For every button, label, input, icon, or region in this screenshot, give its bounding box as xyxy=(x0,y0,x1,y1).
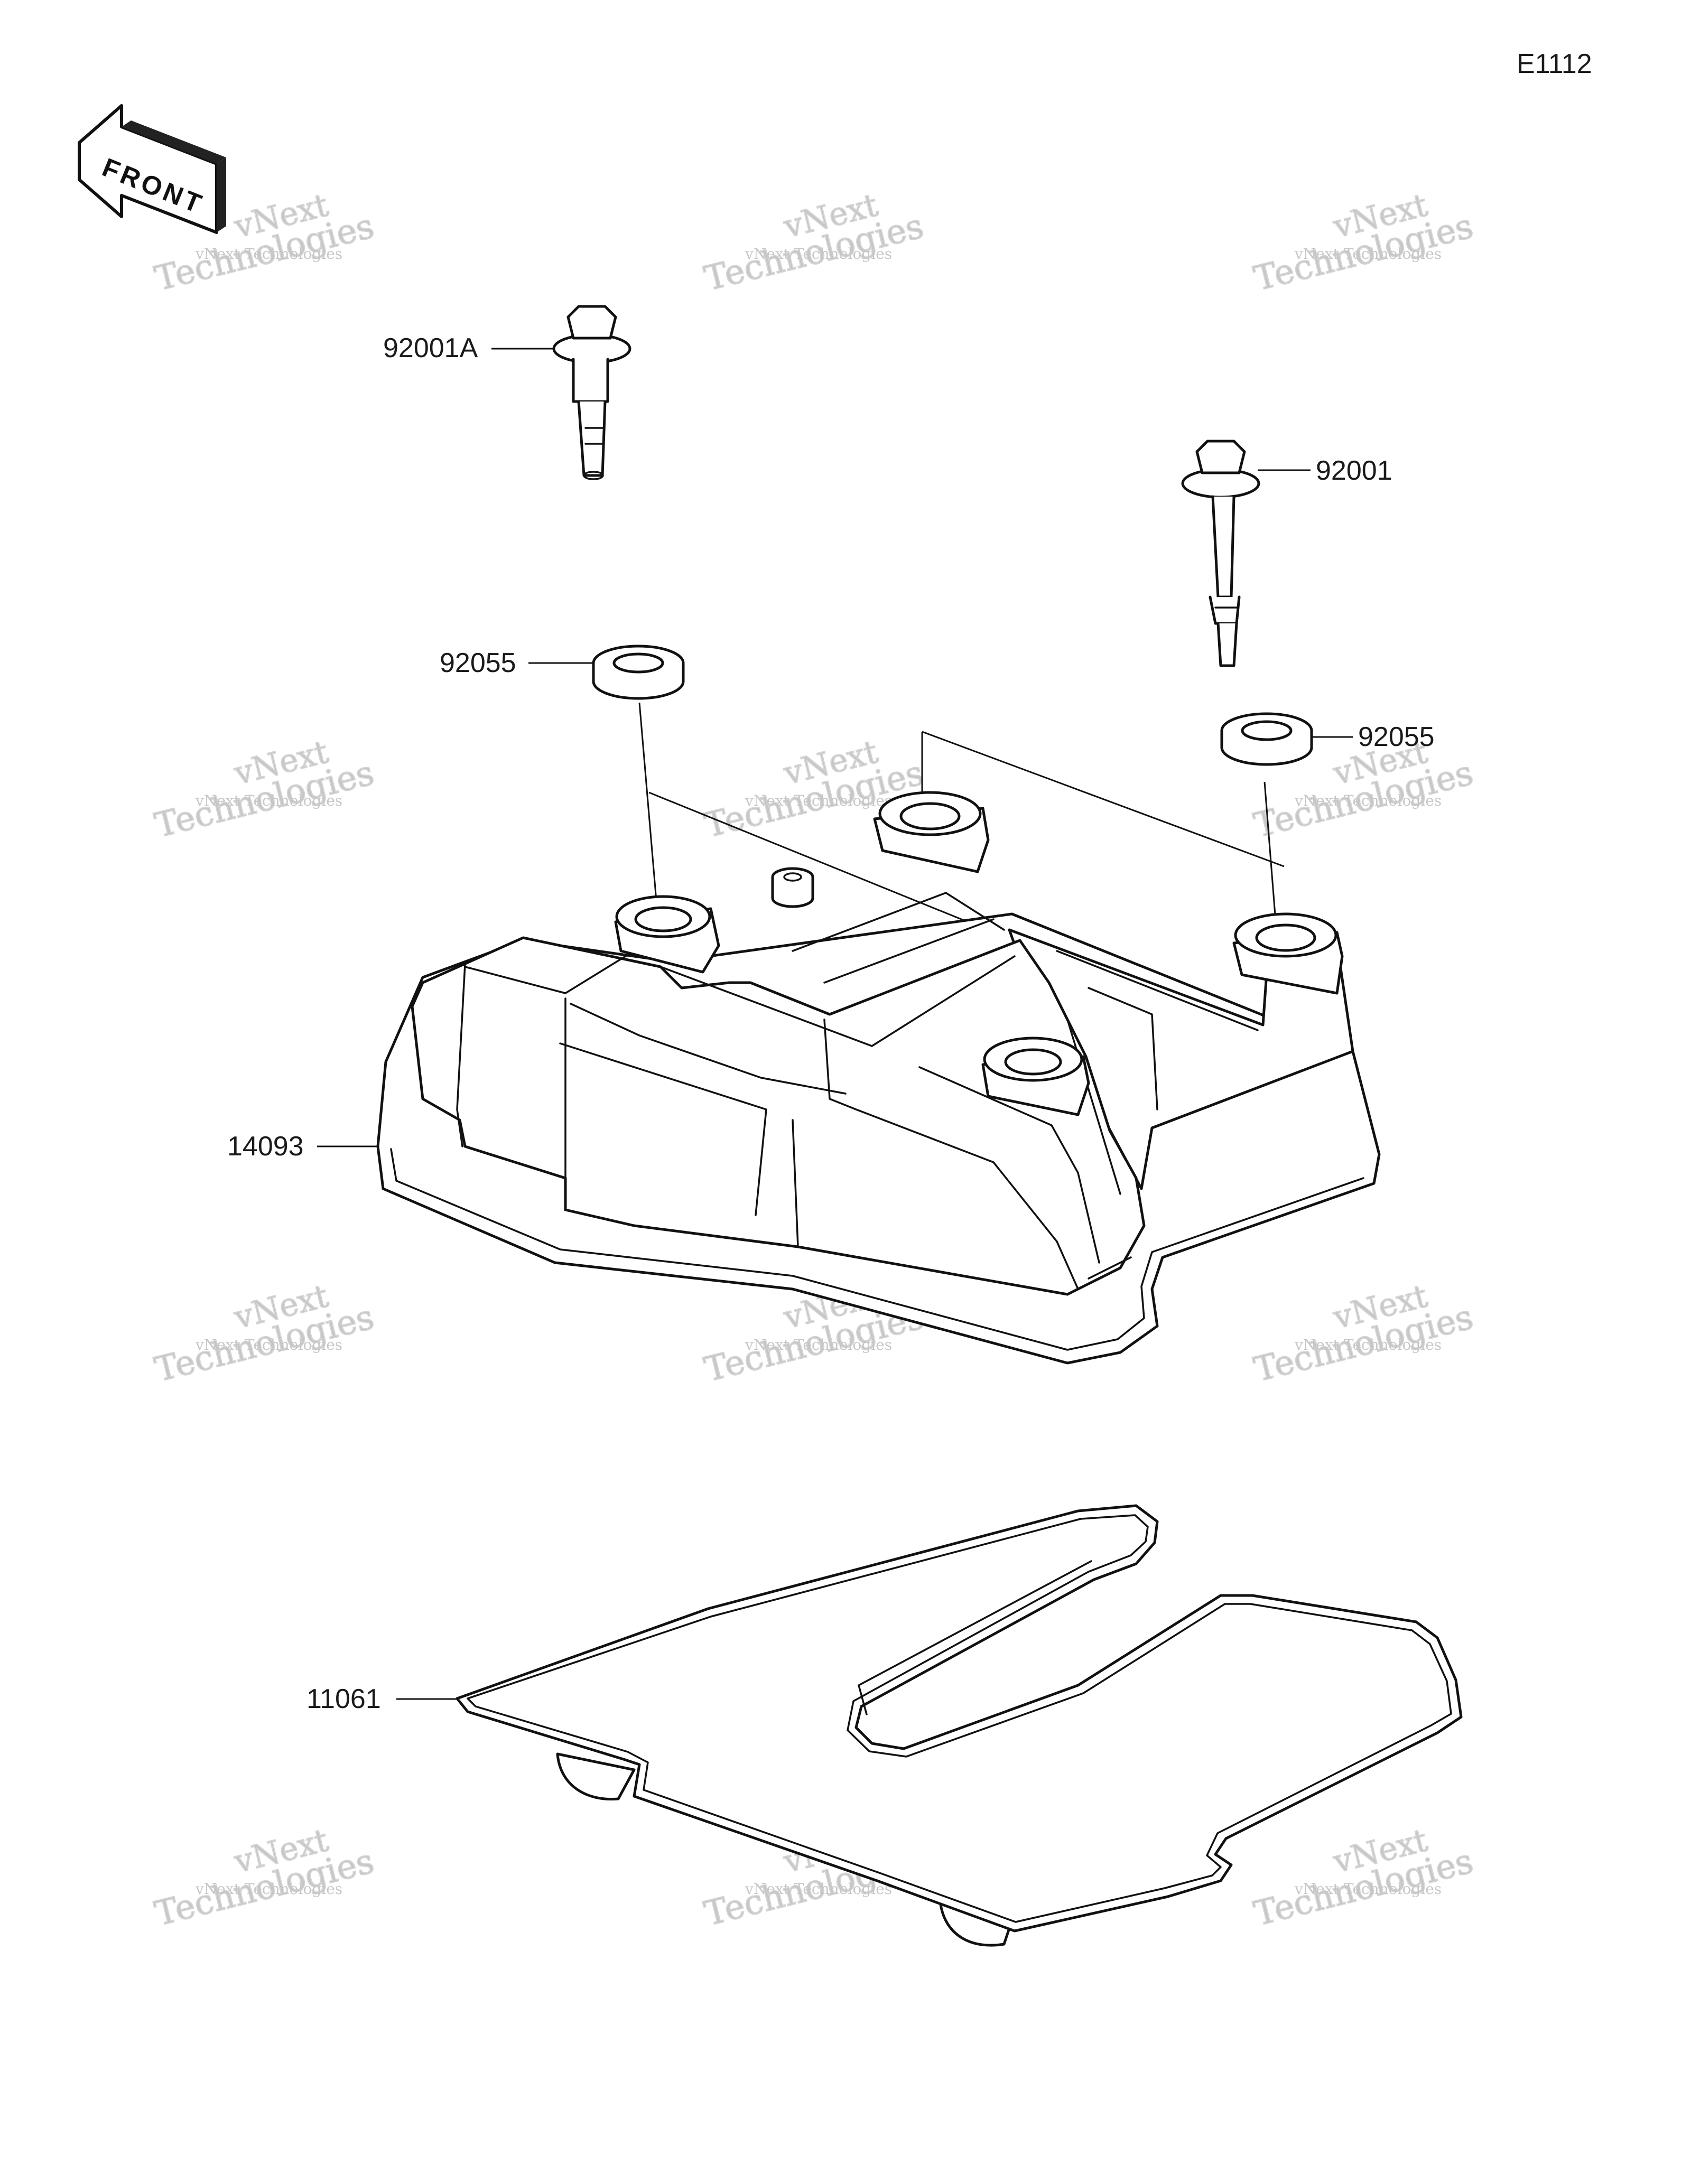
gasket-11061 xyxy=(456,1504,1463,1947)
washer-right-92055 xyxy=(1220,712,1313,766)
watermark-caption: vNext Technologies xyxy=(745,1336,892,1354)
watermark-caption: vNext Technologies xyxy=(195,1880,342,1898)
watermark-caption: vNext Technologies xyxy=(745,792,892,809)
watermark-caption: vNext Technologies xyxy=(745,1880,892,1898)
watermark-caption: vNext Technologies xyxy=(1294,1336,1442,1354)
watermark-caption: vNext Technologies xyxy=(745,245,892,263)
callout-92055-left: 92055 xyxy=(440,648,516,678)
callout-92055-right: 92055 xyxy=(1358,722,1435,752)
cylinder-head-cover-14093 xyxy=(376,791,1381,1365)
callout-92001: 92001 xyxy=(1316,455,1392,486)
callout-11061: 11061 xyxy=(306,1684,381,1714)
callout-14093: 14093 xyxy=(227,1131,304,1162)
watermark-caption: vNext Technologies xyxy=(195,245,342,263)
watermark-caption: vNext Technologies xyxy=(1294,1880,1442,1898)
diagram-code: E1112 xyxy=(1517,49,1592,79)
watermark-caption: vNext Technologies xyxy=(1294,245,1442,263)
watermark-caption: vNext Technologies xyxy=(195,792,342,809)
watermark-caption: vNext Technologies xyxy=(195,1336,342,1354)
washer-left-92055 xyxy=(592,645,685,700)
bolt-92001a xyxy=(552,305,631,480)
bolt-92001 xyxy=(1181,440,1260,667)
callout-92001a: 92001A xyxy=(383,333,478,363)
watermark-caption: vNext Technologies xyxy=(1294,792,1442,809)
front-arrow-icon: FRONT xyxy=(78,104,226,234)
callout-leaders xyxy=(317,348,1353,1700)
